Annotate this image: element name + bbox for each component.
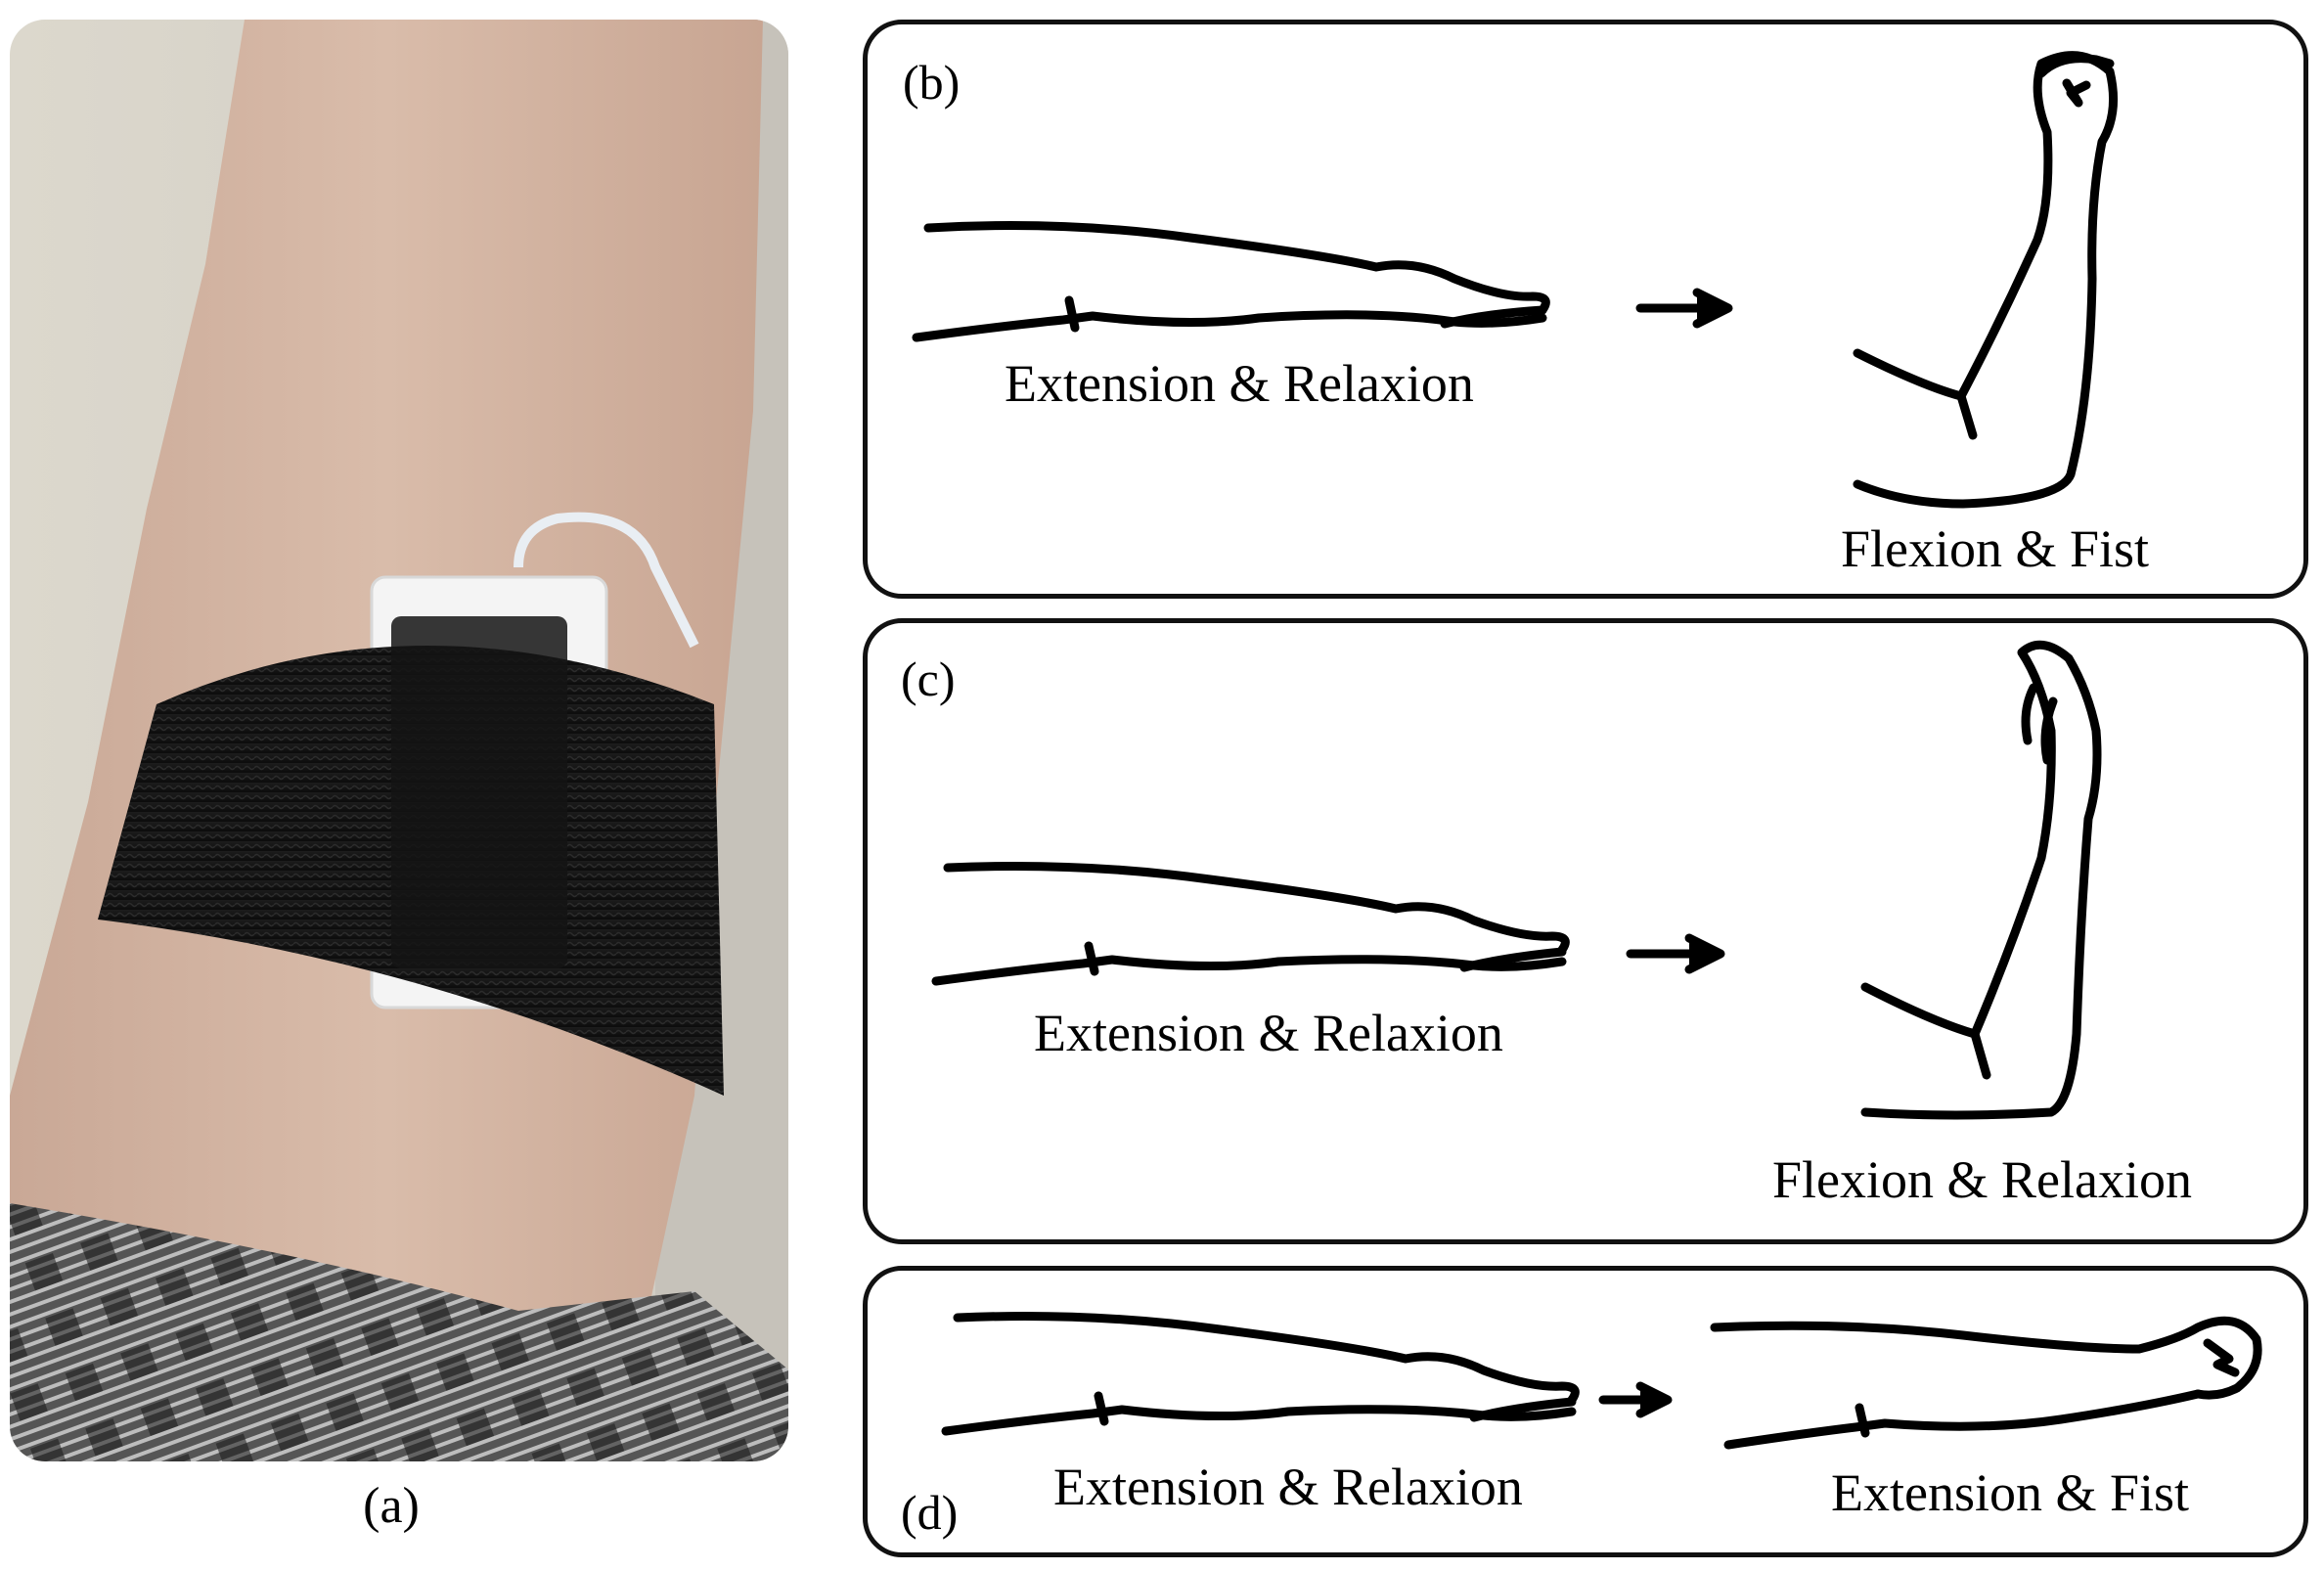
arm-extended-icon	[941, 1312, 1580, 1436]
panel-c: (c) Extension & Relaxion Flexion & Relax…	[863, 618, 2308, 1244]
panel-tag-b: (b)	[903, 55, 961, 110]
arm-flexed-fist-icon	[1853, 51, 2119, 509]
caption-d-right: Extension & Fist	[1831, 1463, 2190, 1522]
panel-b: (b) Extension & Relaxion Flexion & Fist	[863, 20, 2308, 599]
arrow-right-icon	[1635, 288, 1733, 329]
panel-tag-d: (d)	[901, 1485, 959, 1540]
caption-d-left: Extension & Relaxion	[1053, 1458, 1523, 1516]
caption-c-right: Flexion & Relaxion	[1772, 1150, 2192, 1209]
caption-b-left: Extension & Relaxion	[1005, 354, 1474, 413]
arm-flexed-open-icon	[1860, 640, 2102, 1120]
arm-extended-icon	[931, 862, 1570, 986]
arm-extended-fist-icon	[1710, 1316, 2262, 1450]
arrow-right-icon	[1598, 1381, 1673, 1418]
caption-c-left: Extension & Relaxion	[1034, 1004, 1503, 1062]
panel-b-drawing	[912, 51, 2119, 509]
arm-extended-icon	[912, 221, 1550, 342]
panel-c-drawing	[931, 640, 2102, 1120]
photo-forearm-sensor	[10, 20, 788, 1461]
panel-d-drawing	[941, 1312, 2262, 1450]
arrow-right-icon	[1626, 933, 1725, 974]
panel-d: (d) Extension & Relaxion Extension & Fis…	[863, 1266, 2308, 1557]
panel-tag-a: (a)	[363, 1478, 420, 1534]
caption-b-right: Flexion & Fist	[1841, 519, 2150, 578]
forearm-photo-illustration	[10, 20, 788, 1461]
panel-tag-c: (c)	[901, 651, 956, 706]
